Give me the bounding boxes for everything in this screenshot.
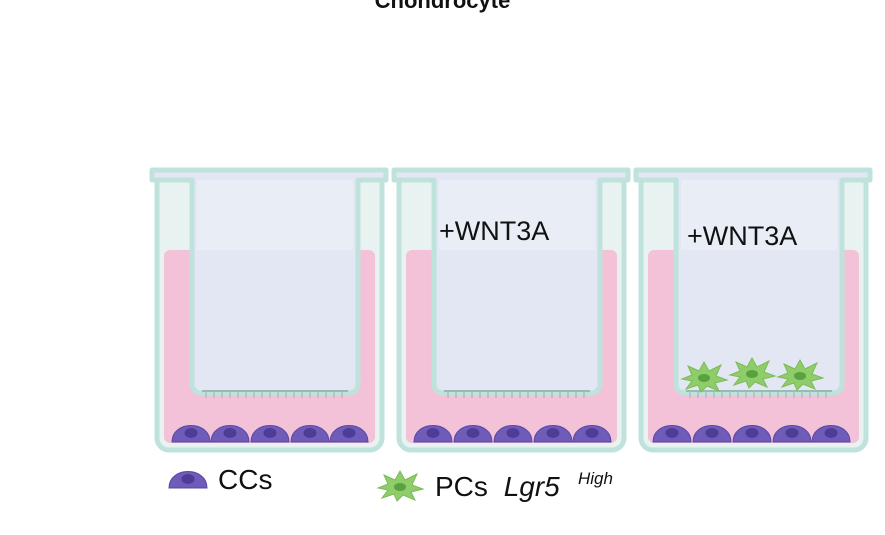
cc-cells [171,425,369,443]
legend-pc-gene: Lgr5 [504,471,560,502]
well-1 [149,167,389,453]
legend-pc-text: PCs [435,471,488,502]
treatment-label: +WNT3A [687,221,797,251]
treatment-label: +WNT3A [439,216,549,246]
legend: CCs PCs Lgr5 High [168,464,613,502]
legend-cc-label: CCs [218,464,272,495]
well-3: +WNT3A [633,167,873,453]
well-2: +WNT3A [391,167,631,453]
legend-pc-gene-sup: High [578,469,613,488]
figure-title: Chondrocyte [374,0,511,13]
cc-cells [413,425,612,443]
cc-cell-icon [168,471,208,489]
cc-cells [652,425,851,443]
legend-pc-label: PCs Lgr5 [435,471,560,502]
pc-cell-icon [377,470,424,502]
